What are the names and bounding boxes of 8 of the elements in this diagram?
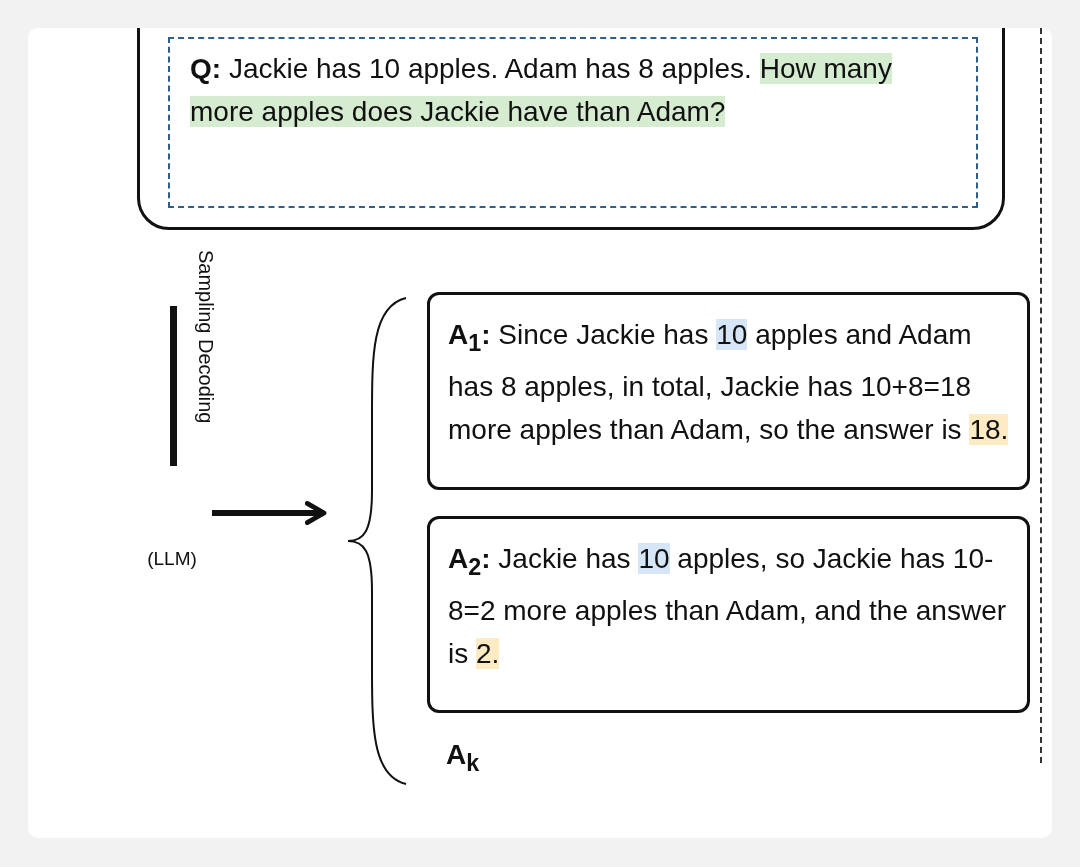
answer-box: A$_{1}$: Since Jackie has 10 apples and Adam has 8 apples, in total, Jackie has 10+8=18 more apples than Adam, so the answer is 18.: [427, 292, 1030, 490]
question-text: Q: Jackie has 10 apples. Adam has 8 apples. How many more apples does Jackie have than Adam?: [168, 37, 978, 208]
answer-box: A$_{2}$: Jackie has 10 apples, so Jackie has 10-8=2 more apples than Adam, and the answer is 2.: [427, 516, 1030, 713]
llm-label: (LLM): [132, 488, 212, 580]
rounded-box: [137, 28, 1005, 230]
arrow: [212, 501, 327, 525]
rotated-label: Sampling Decoding: [194, 250, 218, 424]
answer-label: A$_{k}$: [446, 733, 526, 783]
